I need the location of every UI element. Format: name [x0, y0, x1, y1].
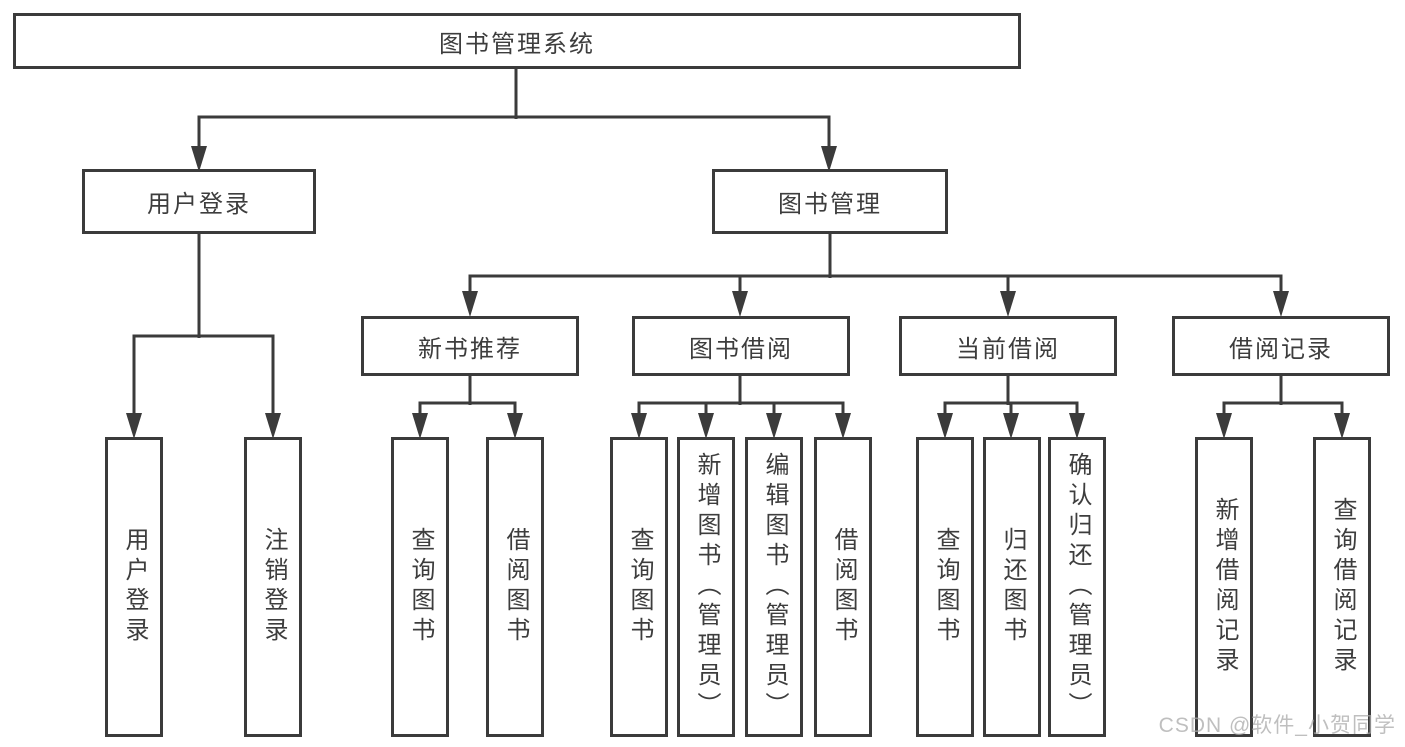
leaf-add-borrow-record: 新增借阅记录 [1195, 437, 1253, 737]
csdn-watermark: CSDN @软件_小贺同学 [1158, 714, 1396, 737]
leaf-borrow-books-borrowing: 借阅图书 [814, 437, 872, 737]
node-new-book-recommendation: 新书推荐 [361, 316, 579, 376]
leaf-user-login: 用户登录 [105, 437, 163, 737]
leaf-borrow-books-recommend: 借阅图书 [486, 437, 544, 737]
leaf-edit-books-admin: 编辑图书（管理员） [745, 437, 803, 737]
leaf-query-books-current: 查询图书 [916, 437, 974, 737]
node-user-login: 用户登录 [82, 169, 316, 234]
leaf-return-books: 归还图书 [983, 437, 1041, 737]
node-book-management: 图书管理 [712, 169, 948, 234]
connector-paths [132, 69, 1344, 416]
leaf-add-books-admin: 新增图书（管理员） [677, 437, 735, 737]
node-library-management-system: 图书管理系统 [13, 13, 1021, 69]
leaf-query-borrow-record: 查询借阅记录 [1313, 437, 1371, 737]
node-borrowing-records: 借阅记录 [1172, 316, 1390, 376]
node-book-borrowing: 图书借阅 [632, 316, 850, 376]
leaf-confirm-return-admin: 确认归还（管理员） [1048, 437, 1106, 737]
leaf-logout: 注销登录 [244, 437, 302, 737]
node-current-borrowing: 当前借阅 [899, 316, 1117, 376]
leaf-query-books-recommend: 查询图书 [391, 437, 449, 737]
leaf-query-books-borrowing: 查询图书 [610, 437, 668, 737]
arrowhead-icons [126, 146, 1350, 439]
